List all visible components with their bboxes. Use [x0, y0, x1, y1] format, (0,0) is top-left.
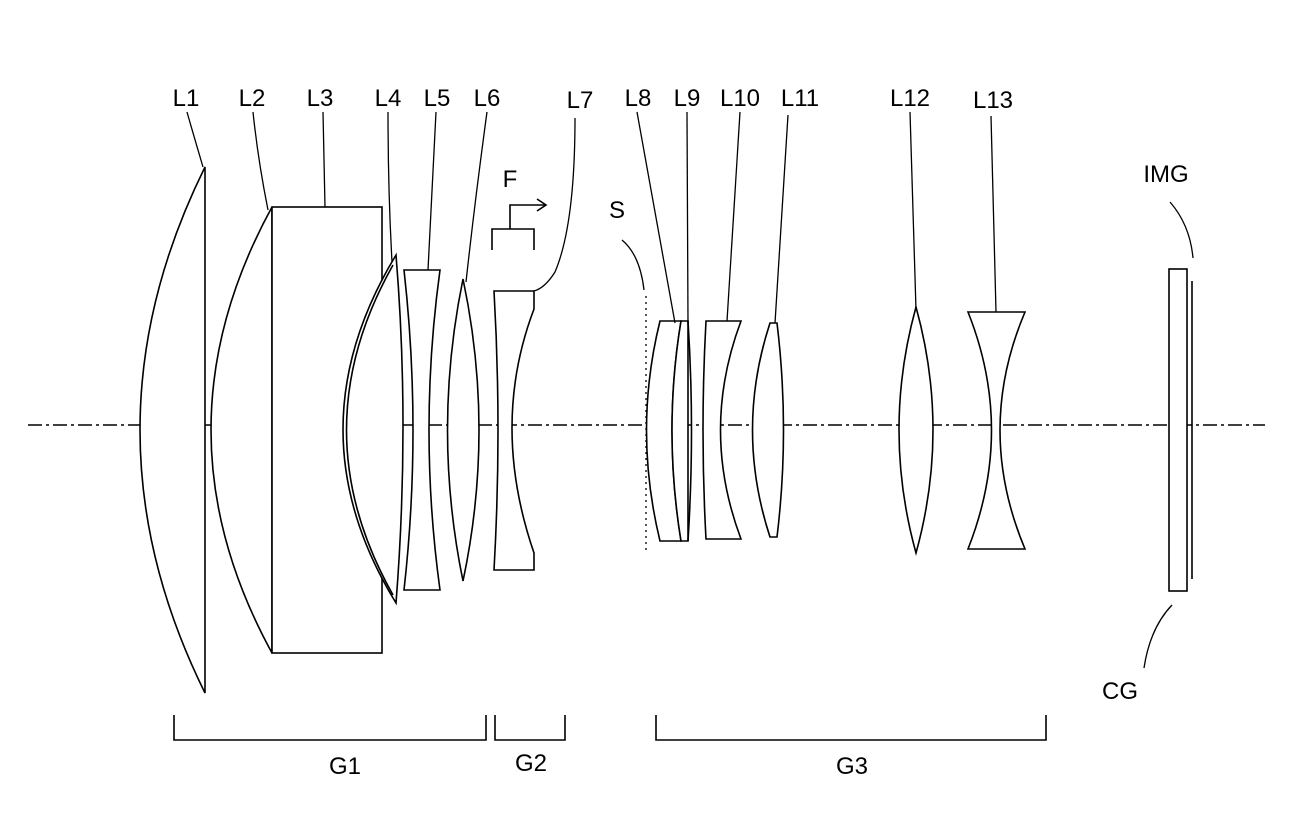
- label-l4: L4: [375, 85, 402, 112]
- bracket-g1: [173, 715, 487, 741]
- lens-l4: [342, 252, 404, 606]
- lens-l13: [966, 311, 1027, 550]
- lens-l2: [210, 206, 273, 654]
- label-l10: L10: [720, 85, 760, 112]
- label-l2: L2: [239, 85, 266, 112]
- lens-l9: [671, 320, 689, 542]
- lens-l7: [493, 290, 535, 571]
- label-g3: G3: [836, 753, 868, 780]
- label-l13: L13: [973, 87, 1013, 114]
- label-l7: L7: [567, 87, 594, 114]
- label-l9: L9: [674, 85, 701, 112]
- label-focus: F: [503, 166, 518, 193]
- lens-l11: [751, 322, 785, 538]
- label-l1: L1: [173, 85, 200, 112]
- lens-l6: [446, 278, 480, 582]
- lens-l1: [139, 166, 206, 694]
- label-cover-glass: CG: [1102, 678, 1138, 705]
- label-image-plane: IMG: [1143, 161, 1188, 188]
- lens-l5: [403, 269, 441, 591]
- label-l6: L6: [474, 85, 501, 112]
- label-stop: S: [609, 197, 625, 224]
- label-l12: L12: [890, 85, 930, 112]
- bracket-g3: [655, 715, 1047, 741]
- lens-l10: [702, 320, 743, 540]
- label-l11: L11: [781, 85, 819, 112]
- cover-glass: [1168, 268, 1188, 592]
- lens-l12: [898, 303, 934, 557]
- label-l8: L8: [625, 85, 652, 112]
- focus-indicator: [491, 198, 548, 250]
- label-l3: L3: [307, 85, 334, 112]
- label-g2: G2: [515, 750, 547, 777]
- label-l5: L5: [424, 85, 451, 112]
- label-g1: G1: [329, 753, 361, 780]
- bracket-g2: [494, 715, 566, 741]
